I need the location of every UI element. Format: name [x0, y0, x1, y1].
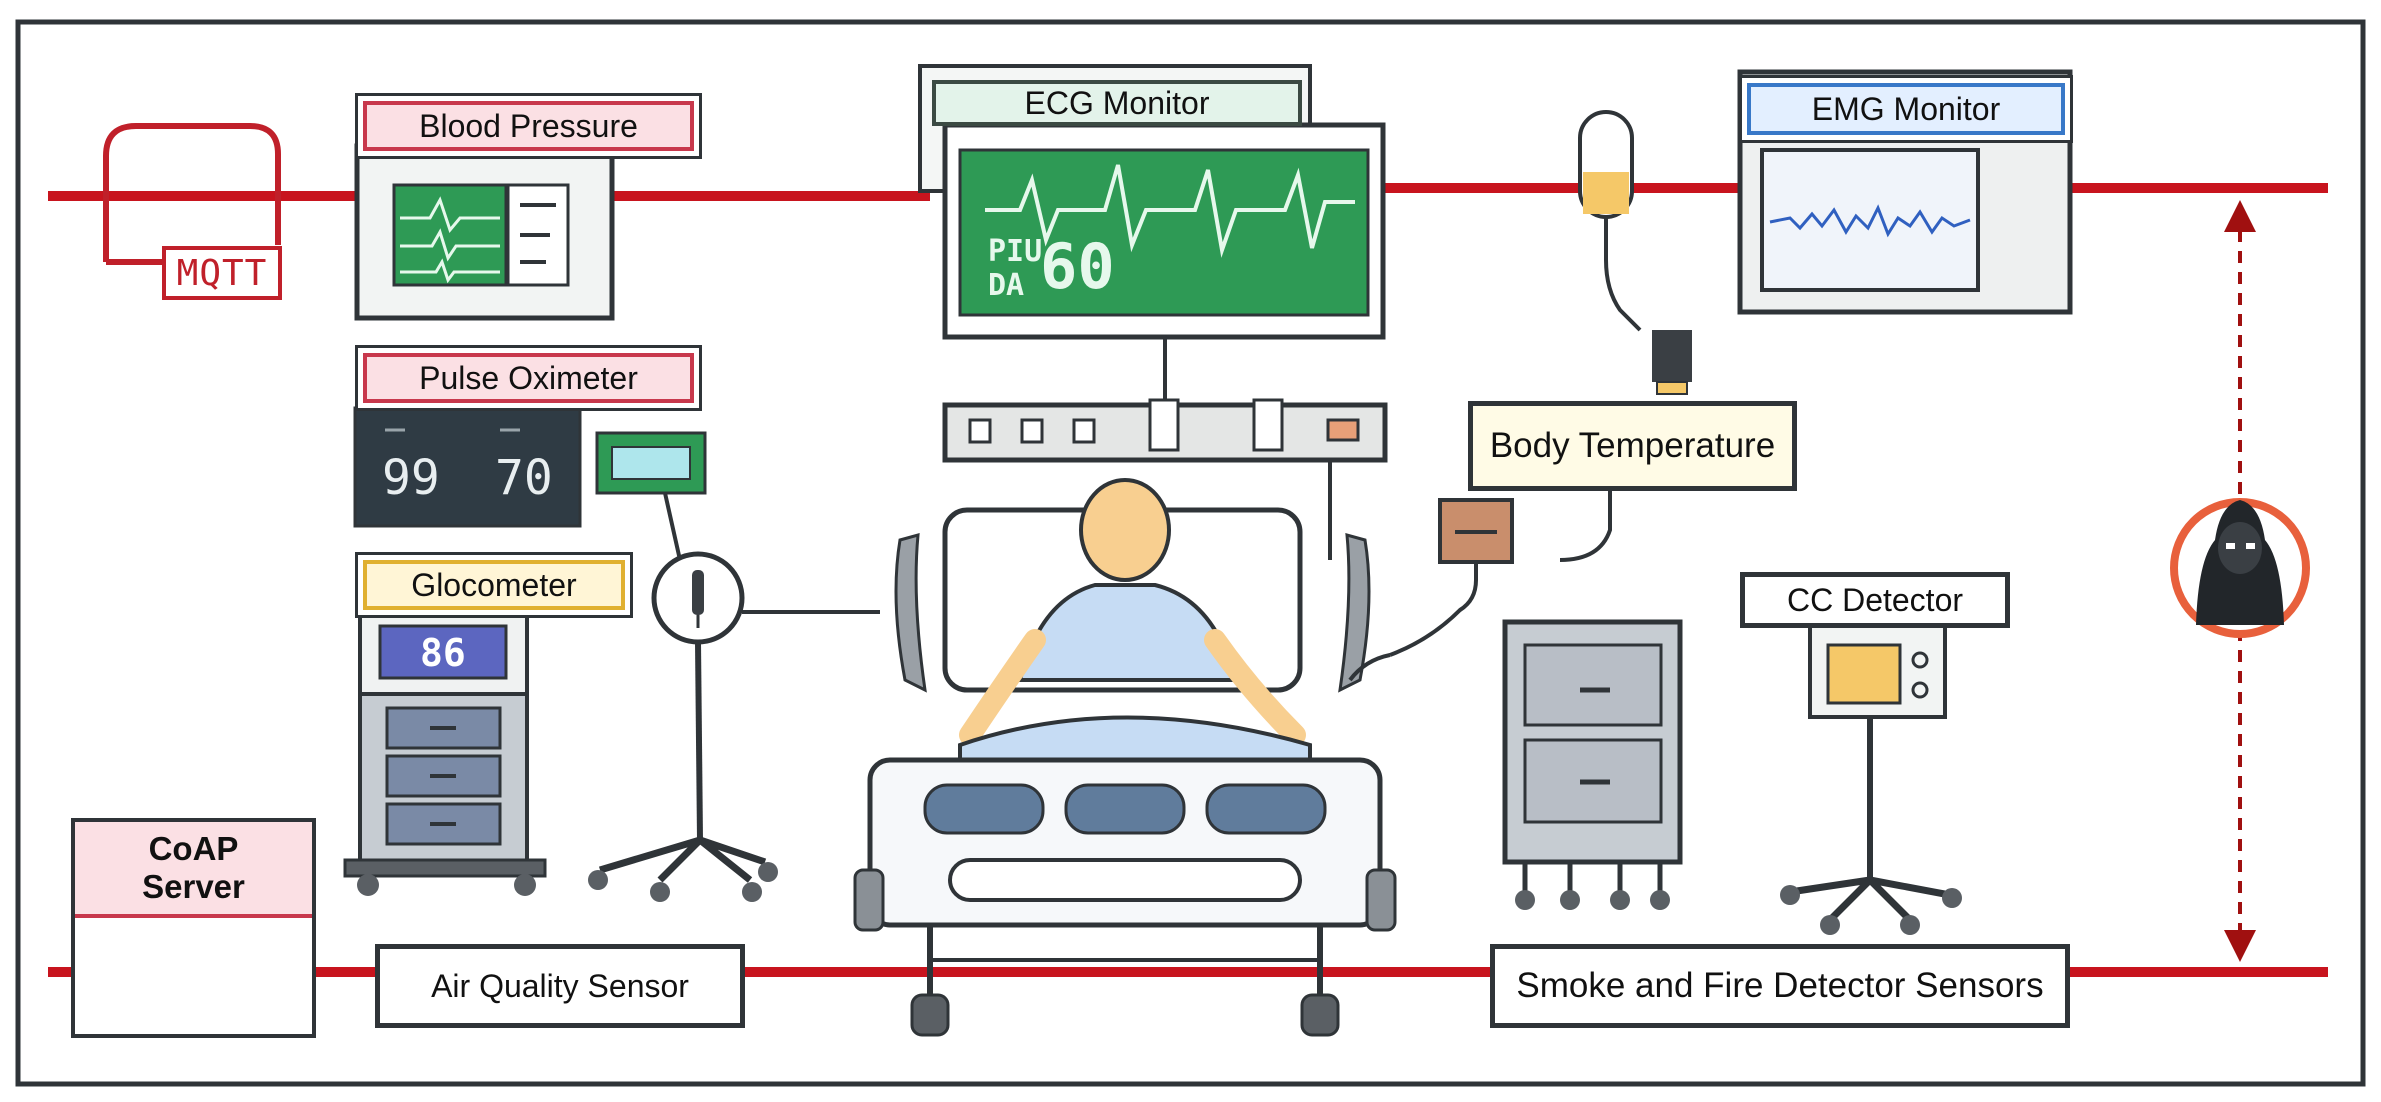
glucometer-label: Glocometer: [363, 560, 625, 610]
ecg-monitor-label: ECG Monitor: [932, 80, 1302, 126]
bedside-cabinet: [1502, 619, 1683, 910]
cc-detector-label: CC Detector: [1740, 572, 2010, 628]
hooded-attacker-icon: [2170, 498, 2310, 638]
blood-pressure-device: [354, 143, 615, 321]
mqtt-logo-text: MQTT: [176, 252, 268, 294]
oximeter-pulse-value: 70: [495, 450, 553, 506]
coap-title-line1: CoAP: [148, 830, 239, 867]
sensor-wires: [1328, 460, 1391, 682]
ecg-heart-rate-value: 60: [1040, 230, 1115, 303]
coap-title-line2: Server: [142, 868, 245, 905]
arrow-down-icon: [2224, 930, 2256, 962]
blood-pressure-label: Blood Pressure: [363, 101, 694, 151]
outer-frame: [15, 19, 2366, 1087]
body-temperature-label: Body Temperature: [1468, 401, 1797, 491]
coap-server-box: CoAP Server: [71, 818, 316, 1038]
glucometer-cart: [343, 610, 547, 896]
pulse-oximeter-device: [353, 406, 582, 528]
air-quality-sensor-label: Air Quality Sensor: [375, 944, 745, 1028]
glucometer-value: 86: [420, 631, 466, 675]
hospital-bed: [853, 478, 1397, 1037]
ecg-readout-line1: PIU: [988, 234, 1043, 269]
mqtt-logo-icon: [103, 123, 282, 300]
smoke-fire-sensors-label: Smoke and Fire Detector Sensors: [1490, 944, 2070, 1028]
oximeter-spo2-value: 99: [382, 450, 440, 506]
ecg-readout-line2: DA: [988, 268, 1025, 303]
bedhead-panel: [942, 398, 1388, 463]
cc-detector-device: [1780, 623, 1962, 935]
emg-monitor-label: EMG Monitor: [1747, 83, 2065, 135]
coap-server-title: CoAP Server: [75, 822, 312, 918]
pulse-oximeter-label: Pulse Oximeter: [363, 353, 694, 403]
iv-stand: [588, 431, 880, 902]
arrow-up-icon: [2224, 200, 2256, 232]
body-temperature-probe: [1389, 110, 1692, 657]
